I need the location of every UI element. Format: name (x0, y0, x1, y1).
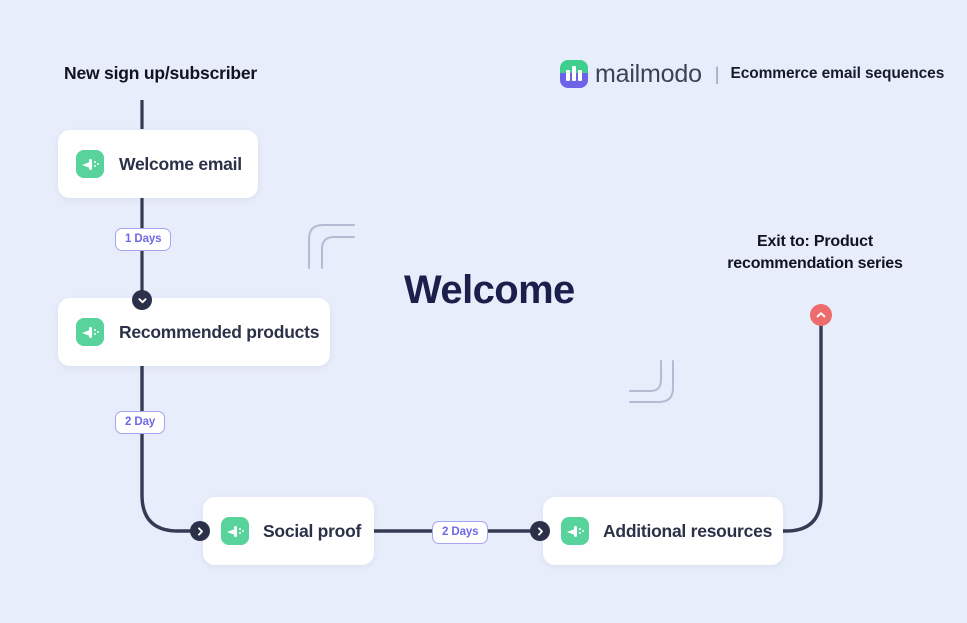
chevron-up-icon-exit[interactable] (810, 304, 832, 326)
wire-additional-to-exit (781, 320, 823, 533)
node-additional-resources[interactable]: Additional resources (543, 497, 783, 565)
megaphone-icon (221, 517, 249, 545)
node-label: Recommended products (119, 321, 320, 342)
flow-title: Welcome (404, 268, 575, 312)
node-label: Additional resources (603, 520, 773, 541)
exit-label-line-1: Exit to: Product (757, 233, 873, 250)
brand-name: mailmodo (595, 59, 702, 88)
chevron-down-icon[interactable] (132, 290, 152, 310)
exit-label: Exit to: Product recommendation series (712, 231, 918, 275)
entry-label: New sign up/subscriber (64, 63, 258, 83)
delay-badge-2[interactable]: 2 Day (115, 411, 166, 434)
decorative-corner-arcs-right (629, 360, 674, 403)
exit-label-line-2: recommendation series (727, 255, 903, 272)
chevron-right-icon-social[interactable] (190, 521, 210, 541)
delay-badge-1[interactable]: 1 Days (115, 228, 172, 251)
decorative-corner-arcs-left (308, 224, 355, 269)
megaphone-icon (561, 517, 589, 545)
brand-tagline: Ecommerce email sequences (730, 65, 945, 82)
wire-recommended-to-social (140, 361, 196, 533)
delay-badge-3[interactable]: 2 Days (432, 521, 489, 544)
node-welcome-email[interactable]: Welcome email (58, 130, 258, 198)
chevron-right-icon-additional[interactable] (530, 521, 550, 541)
node-social-proof[interactable]: Social proof (203, 497, 374, 565)
node-recommended-products[interactable]: Recommended products (58, 298, 330, 366)
node-label: Welcome email (119, 153, 242, 174)
megaphone-icon (76, 318, 104, 346)
node-label: Social proof (263, 520, 362, 541)
mailmodo-logo-icon (560, 60, 588, 88)
megaphone-icon (76, 150, 104, 178)
brand-header: mailmodo | Ecommerce email sequences (560, 59, 944, 89)
brand-separator: | (714, 63, 720, 84)
